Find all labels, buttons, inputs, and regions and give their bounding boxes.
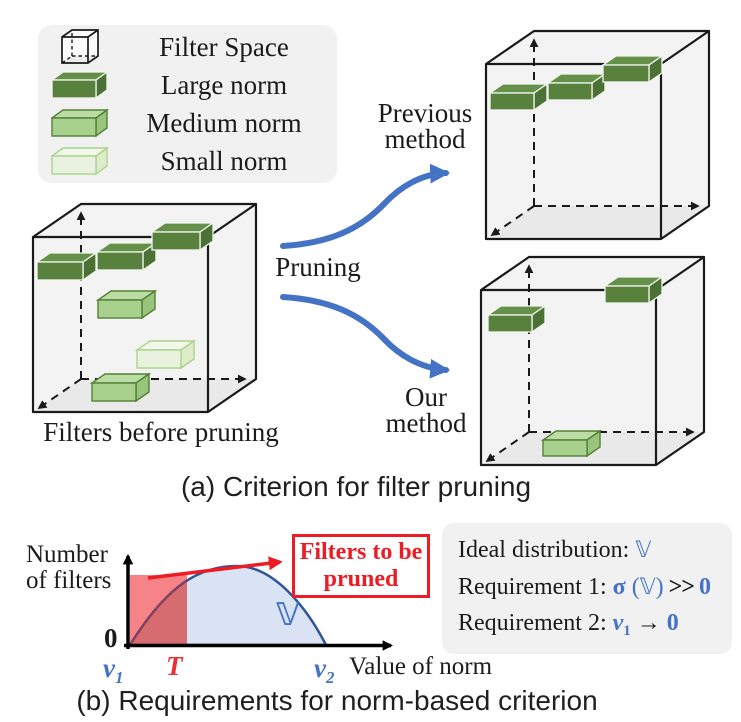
- dark-norm-filter-box: [51, 79, 97, 99]
- dark-norm-filter-box: [547, 82, 593, 101]
- filters-before-pruning-label: Filters before pruning: [43, 417, 279, 447]
- filter-space-cube-icon: [38, 27, 124, 67]
- filters-before-pruning-cube: [31, 202, 258, 414]
- dark-norm-filter-box: [487, 314, 533, 333]
- legend-item-large-norm: Large norm: [38, 67, 337, 103]
- origin-label: 0: [104, 623, 118, 653]
- previous-method-line1: Previous: [377, 98, 473, 128]
- filters-to-be-pruned-box: Filters to be pruned: [292, 534, 430, 598]
- large-norm-box-icon: [38, 69, 124, 101]
- arrow-to-previous-method: [280, 163, 450, 249]
- small-norm-box-icon-svg: [51, 146, 110, 176]
- ideal-distribution-line: Ideal distribution: 𝕍: [458, 536, 652, 563]
- pruned-box-line2: pruned: [323, 566, 399, 592]
- filter-space-fill: [486, 31, 709, 239]
- legend-panel: Filter Space Large norm Medium norm Smal…: [38, 25, 337, 183]
- dark-norm-filter-box: [151, 231, 201, 251]
- distribution-symbol: 𝕍: [276, 597, 300, 633]
- med-norm-filter-box: [97, 299, 143, 319]
- our-method-line1: Our: [405, 382, 447, 412]
- tick-threshold: T: [166, 651, 184, 681]
- previous-method-line2: method: [384, 124, 466, 154]
- med-norm-filter-box: [51, 117, 97, 137]
- legend-label: Filter Space: [159, 31, 289, 62]
- dark-norm-filter-box: [489, 92, 535, 111]
- pruned-box-line1: Filters to be: [299, 539, 423, 565]
- dark-norm-filter-box: [36, 261, 84, 281]
- small-norm-box-icon: [38, 145, 124, 177]
- legend-item-small-norm: Small norm: [38, 143, 337, 179]
- our-method-line2: method: [385, 408, 467, 438]
- our-method-cube: [479, 255, 706, 467]
- large-norm-box-icon-svg: [51, 70, 109, 100]
- medium-norm-box-icon: [38, 107, 124, 139]
- pruning-label: Pruning: [275, 252, 361, 282]
- caption-b: (b) Requirements for norm-based criterio…: [76, 685, 598, 716]
- requirement-2-line: Requirement 2: v1 → 0: [458, 610, 679, 640]
- y-axis-label-line2: of filters: [26, 567, 111, 594]
- legend-item-filter-space: Filter Space: [38, 29, 337, 65]
- x-axis-label: Value of norm: [349, 653, 493, 680]
- legend-item-medium-norm: Medium norm: [38, 105, 337, 141]
- dark-norm-filter-box: [604, 285, 650, 304]
- previous-method-label: Previous method: [368, 98, 482, 154]
- our-method-label: Our method: [372, 382, 480, 438]
- dark-norm-filter-box: [602, 64, 650, 83]
- hidden-edge-axis: [490, 205, 535, 237]
- tick-v1: v1: [103, 653, 123, 687]
- pruned-overlap-region: [130, 579, 187, 645]
- norm-distribution-chart: Number of filters 0 𝕍 v1 T v2 Value of n…: [26, 541, 493, 687]
- legend-label: Large norm: [160, 69, 288, 100]
- pruned-annotation-arrow: [147, 556, 283, 580]
- y-axis-label-line1: Number: [26, 541, 109, 568]
- pruning-arrows: [280, 163, 450, 379]
- previous-method-cube: [484, 29, 711, 241]
- hidden-edge-axis: [37, 378, 82, 410]
- requirements-panel: Ideal distribution: 𝕍 Requirement 1: σ (…: [442, 523, 732, 654]
- dark-norm-filter-box: [96, 251, 144, 271]
- medium-norm-box-icon-svg: [51, 108, 110, 138]
- legend-label: Small norm: [160, 145, 288, 176]
- med-norm-filter-box: [91, 382, 137, 402]
- legend-label: Medium norm: [146, 107, 302, 138]
- filter-space-cube-icon-svg: [61, 29, 99, 64]
- med-norm-filter-box: [542, 439, 588, 457]
- filter-space-floor: [486, 206, 709, 239]
- arrow-to-our-method: [280, 294, 450, 379]
- requirement-1-line: Requirement 1: σ (𝕍) >> 0: [458, 573, 711, 600]
- light-norm-filter-box: [51, 155, 97, 175]
- hidden-edge-axis: [485, 431, 530, 463]
- caption-a: (a) Criterion for filter pruning: [180, 471, 532, 502]
- tick-v2: v2: [314, 653, 335, 687]
- light-norm-filter-box: [136, 349, 182, 369]
